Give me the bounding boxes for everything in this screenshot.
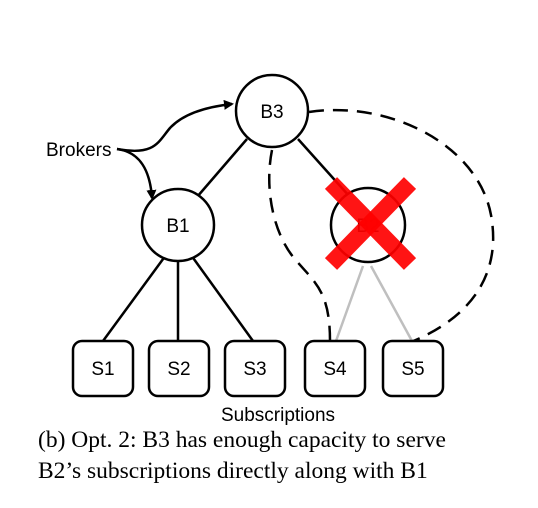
subscription-label-s4: S4	[323, 359, 347, 380]
edge-b2-s4-failed	[334, 265, 365, 342]
brokers-annotation-label: Brokers	[46, 140, 111, 161]
subscription-node-s5	[381, 339, 445, 398]
broker-node-b1	[140, 187, 216, 263]
broker-subscription-diagram: B3 B1 B2 S1 S2 S3 S4 S5 Brokers Subscrip…	[46, 73, 495, 426]
subscription-label-s3: S3	[243, 359, 266, 380]
subscription-label-s1: S1	[91, 359, 114, 380]
figure-caption: (b) Opt. 2: B3 has enough capacity to se…	[38, 427, 446, 484]
dashed-link-b3-s5	[308, 108, 495, 344]
subscription-node-s1	[71, 339, 135, 398]
brokers-arrow-to-b3	[116, 99, 234, 153]
dashed-link-b3-s4	[268, 149, 332, 342]
edge-b3-b1	[196, 138, 248, 198]
subscription-label-s2: S2	[167, 359, 190, 380]
edge-b1-s1	[101, 254, 168, 342]
subscription-node-s2	[147, 339, 211, 398]
failed-broker-x-mark	[324, 177, 417, 270]
subscription-node-s3	[223, 339, 287, 398]
subscriptions-annotation-label: Subscriptions	[221, 405, 335, 426]
edge-b2-s5-failed	[369, 265, 414, 342]
broker-node-b3	[234, 73, 310, 149]
subscription-label-s5: S5	[401, 359, 424, 380]
edge-b1-s3	[189, 254, 255, 342]
broker-label-b3: B3	[260, 102, 283, 123]
broker-label-b1: B1	[166, 216, 189, 237]
subscription-node-s4	[303, 339, 367, 398]
brokers-arrow-to-b1	[116, 147, 157, 200]
